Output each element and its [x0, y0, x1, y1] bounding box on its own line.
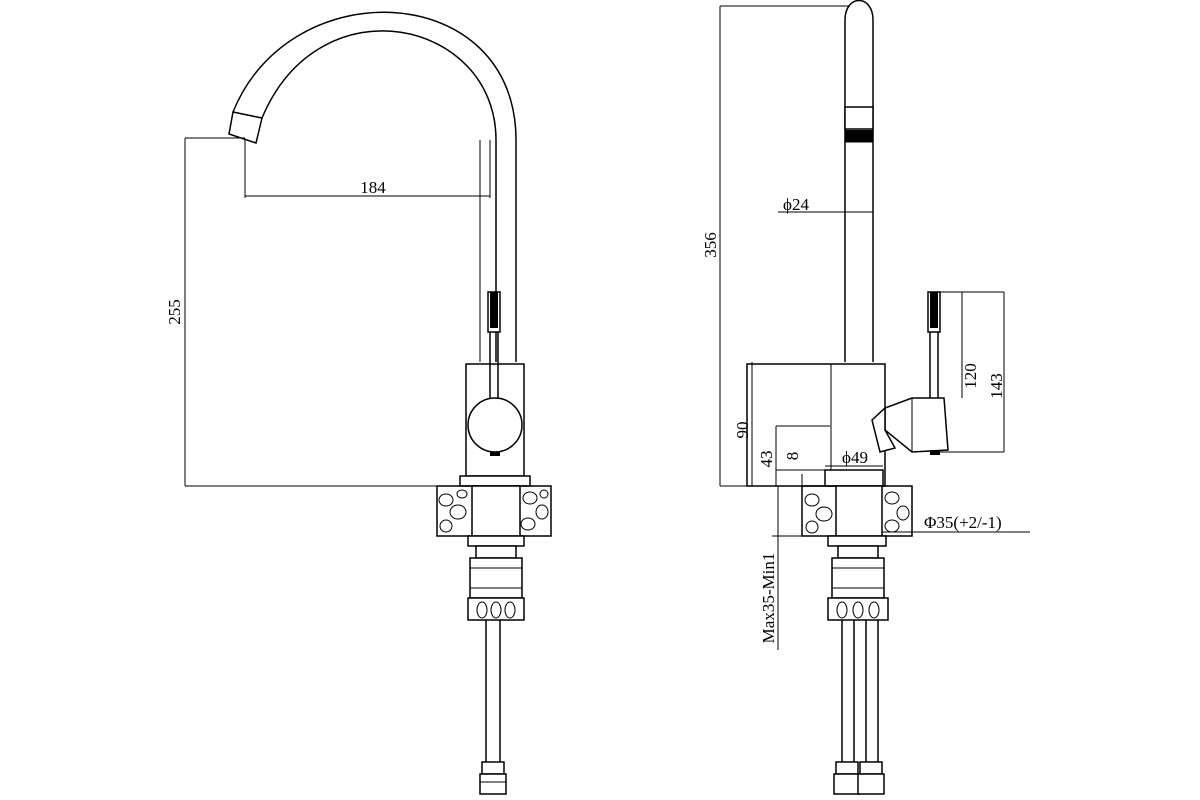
side-dimension-lines [719, 5, 1030, 650]
side-mounting [827, 535, 889, 621]
front-hoses [479, 620, 507, 795]
dimension-base-diameter: ϕ49 [842, 448, 868, 467]
dimension-body-lower: 43 [757, 451, 776, 468]
dimension-countertop-thickness: Max35-Min1 [759, 553, 778, 644]
dimension-hole-diameter: Φ35(+2/-1) [924, 513, 1002, 532]
front-view: 184 255 [165, 11, 552, 795]
dimension-body-height: 90 [733, 422, 752, 439]
side-countertop [801, 485, 913, 537]
dimension-base-height: 8 [783, 452, 802, 461]
side-spout [844, 0, 874, 362]
dimension-spout-reach: 184 [360, 178, 386, 197]
dimension-total-height: 356 [701, 232, 720, 258]
side-hoses [833, 620, 885, 795]
dimension-handle-total: 143 [987, 373, 1006, 399]
front-spout [228, 11, 517, 362]
side-view: 356 ϕ24 120 143 90 43 8 ϕ49 Φ35(+2/-1) M… [701, 0, 1030, 795]
side-handle [871, 291, 949, 455]
front-dimension-lines [184, 137, 491, 487]
front-body [459, 363, 531, 487]
dimension-spout-diameter: ϕ24 [783, 195, 809, 214]
dimension-spout-height: 255 [165, 299, 184, 325]
front-countertop [436, 485, 552, 537]
front-handle [487, 291, 501, 400]
front-mounting [467, 535, 525, 621]
dimension-handle-height: 120 [961, 363, 980, 389]
